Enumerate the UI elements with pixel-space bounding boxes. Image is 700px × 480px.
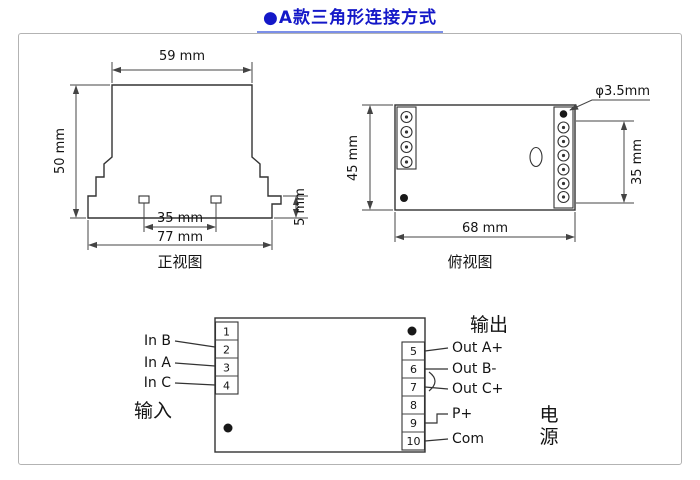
dim-label-5mm: 5 mm [293, 188, 308, 226]
output-label-p-plus: P+ [452, 406, 472, 422]
terminal-6: 6 [410, 363, 417, 376]
dim-height-45: 45 mm [346, 104, 393, 211]
output-group-label: 输出 [470, 314, 508, 336]
terminal-9: 9 [410, 417, 417, 430]
front-view-label: 正视图 [157, 253, 202, 271]
top-view-label: 俯视图 [447, 253, 492, 271]
output-label-out-b: Out B- [452, 361, 497, 377]
dim-label-50mm: 50 mm [53, 128, 68, 174]
terminal-2: 2 [223, 344, 230, 357]
front-foot-notch-right [210, 195, 222, 204]
top-view: φ3.5mm 45 mm 35 mm 68 mm 俯视图 [346, 84, 650, 271]
dim-total-width-77: 77 mm [87, 220, 273, 250]
dim-rail-depth-5: 5 mm [274, 188, 308, 226]
input-label-in-c: In C [144, 375, 171, 391]
terminal-5: 5 [410, 345, 417, 358]
terminal-10: 10 [407, 435, 421, 448]
dim-top-width-59: 59 mm [111, 49, 253, 83]
title-wrap: ●A款三角形连接方式 [0, 3, 700, 33]
terminal-3: 3 [223, 362, 230, 375]
front-view-outline [87, 84, 282, 219]
terminal-8: 8 [410, 399, 417, 412]
dim-label-35mm-top: 35 mm [630, 139, 645, 185]
dim-width-68: 68 mm [394, 212, 576, 242]
dim-height-50: 50 mm [53, 84, 110, 219]
terminal-1: 1 [223, 326, 230, 339]
wiring-body [214, 317, 426, 453]
terminal-4: 4 [223, 380, 230, 393]
top-view-body [394, 104, 576, 211]
dim-label-hole: φ3.5mm [595, 84, 650, 99]
top-view-left-terminal-strip [396, 106, 417, 170]
dim-label-68mm: 68 mm [462, 221, 508, 236]
wiring-right-terminal-strip: 5 6 7 8 9 10 [401, 341, 426, 451]
dim-label-45mm: 45 mm [346, 135, 361, 181]
dim-terminal-span-35: 35 mm [576, 120, 645, 204]
dim-label-59mm: 59 mm [159, 49, 205, 64]
wiring-diagram: 1 2 3 4 5 6 7 8 9 10 [134, 314, 559, 453]
wiring-top-right-hole [407, 326, 417, 336]
dim-hole-diameter: φ3.5mm [569, 84, 650, 111]
output-label-out-a: Out A+ [452, 340, 503, 356]
input-label-in-b: In B [144, 333, 171, 349]
power-group-label-line1: 电 [539, 404, 558, 426]
terminal-7: 7 [410, 381, 417, 394]
output-wires [424, 347, 449, 442]
wiring-left-terminal-strip: 1 2 3 4 [214, 321, 239, 395]
wiring-bottom-left-hole [223, 423, 233, 433]
output-label-out-c: Out C+ [452, 381, 503, 397]
input-group-label: 输入 [134, 400, 172, 422]
mounting-hole-3_5mm [559, 110, 568, 118]
input-label-in-a: In A [144, 355, 171, 371]
page-title: ●A款三角形连接方式 [257, 3, 443, 33]
dim-label-77mm: 77 mm [157, 230, 203, 245]
top-view-bottom-left-hole [400, 194, 408, 202]
power-group-label-line2: 源 [539, 426, 558, 448]
dim-label-35mm-front: 35 mm [157, 211, 203, 226]
output-label-com: Com [452, 431, 484, 447]
input-wires [174, 340, 216, 386]
front-foot-notch-left [138, 195, 150, 204]
top-view-slot [529, 146, 543, 168]
top-view-right-terminal-strip [553, 106, 574, 209]
front-view: 59 mm 50 mm 35 mm 77 mm [53, 49, 308, 271]
dim-foot-span-35: 35 mm [143, 203, 217, 232]
